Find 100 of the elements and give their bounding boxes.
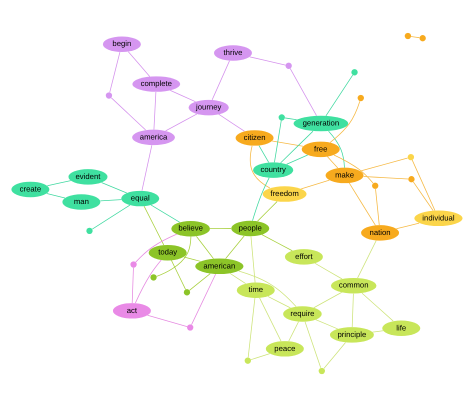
node-ellipse: journey [188,100,229,116]
connector [315,319,338,330]
node-circle [187,324,194,331]
connector [92,204,130,230]
connector [396,222,420,230]
node-circle [130,261,137,268]
node-ellipse: thrive [214,45,252,61]
node-circle [351,69,358,76]
connector [171,260,186,290]
connector [230,272,246,284]
node-ellipse: today [148,244,187,260]
node-ellipse: nation [361,225,400,241]
connector [189,273,211,291]
connector [286,154,308,165]
node-circle [358,94,364,102]
node-circle [318,368,325,374]
connector [212,60,230,100]
connector [196,236,214,260]
connector [412,182,434,211]
node-circle [278,114,285,121]
connector [372,330,384,333]
connector [327,156,338,168]
connector [375,188,380,226]
connector [135,234,178,263]
connector [100,199,122,202]
connector [362,292,394,322]
node-circle [286,62,292,69]
connector [257,201,278,222]
node-ellipse: generation [294,116,348,132]
connector [142,144,152,192]
node-ellipse: effort [284,249,323,265]
connector [360,158,408,172]
node-ellipse: principle [330,327,374,343]
node-ellipse: time [236,282,275,298]
connector [248,298,256,358]
connector [313,292,342,308]
node-ellipse: life [382,320,420,336]
node-ellipse: peace [266,341,304,357]
connector [191,274,216,325]
connector [101,182,128,194]
connector [352,293,354,328]
node-ellipse: common [330,278,376,294]
connector [280,130,314,164]
connector [258,145,270,163]
connector [218,114,245,132]
node-ellipse: believe [171,221,210,236]
connector [170,90,196,102]
node-circle [408,154,414,160]
node-ellipse: make [326,168,364,184]
connector [274,120,282,163]
connector [250,236,256,283]
node-ellipse: act [112,303,151,319]
node-circle [106,92,112,99]
connector [314,262,343,280]
connector [250,353,270,360]
node-ellipse: begin [102,36,141,52]
node-circle [408,176,415,182]
node-ellipse: individual [414,210,463,226]
node-ellipse: freedom [262,186,307,202]
connector [109,52,120,93]
connector [128,51,150,77]
node-circle [86,228,93,234]
connector [250,146,270,188]
connector [132,267,134,304]
connector [252,177,270,222]
connector [330,100,360,143]
node-ellipse: american [195,258,244,274]
connector [288,321,299,342]
node-ellipse: evident [68,169,108,185]
connector [324,342,346,369]
node-ellipse: people [231,220,270,236]
node-circle [420,35,426,42]
connector [304,321,322,368]
node-ellipse: citizen [236,130,274,146]
connector [357,240,377,278]
connector [249,56,286,66]
connector [268,296,291,308]
node-ellipse: create [11,182,50,198]
connector [154,92,156,130]
connector [144,206,164,246]
node-ellipse: complete [132,76,180,92]
node-circle [404,32,412,40]
connector [134,260,162,304]
connector [110,97,146,130]
connector [348,182,376,226]
connector [363,176,409,180]
connector [328,130,345,168]
connector [284,118,298,120]
connector [262,234,293,252]
connector [165,114,198,132]
connector [150,204,180,223]
node-ellipse: country [253,162,294,178]
connector [46,180,72,186]
connector [272,140,304,147]
node-ellipse: equal [121,190,160,206]
connector [412,160,436,211]
node-ellipse: free [302,142,340,158]
node-ellipse: america [132,130,175,146]
node-circle [372,182,378,189]
connector [46,193,66,198]
